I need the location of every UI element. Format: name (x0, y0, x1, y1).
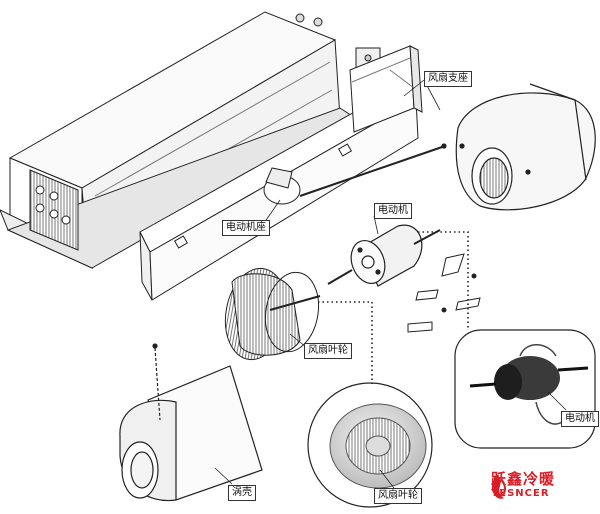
motor-mount (263, 167, 301, 205)
impeller-detail (307, 382, 433, 508)
motor-detail (454, 329, 596, 449)
label-impeller: 风扇叶轮 (304, 343, 352, 359)
shaft (299, 145, 446, 197)
brand-name-en: YESNCER (491, 488, 550, 499)
coil-block (29, 169, 79, 251)
callout-lines (318, 231, 469, 384)
impeller (224, 267, 321, 361)
label-motor: 电动机 (374, 203, 412, 219)
volute-housing (119, 343, 263, 502)
label-motor-detail: 电动机 (561, 411, 599, 427)
motor (327, 224, 441, 287)
blower-housing-upper (441, 83, 596, 211)
label-motor-mount: 电动机座 (222, 220, 270, 236)
brand-name-cn: 跃鑫冷暖 (491, 470, 556, 488)
cabinet (0, 11, 381, 270)
leader-lines (214, 79, 567, 489)
brand-mark-icon (491, 474, 506, 499)
label-fan-bracket: 风扇支座 (424, 71, 472, 87)
motor-clips (407, 253, 481, 333)
label-volute: 涡壳 (228, 485, 256, 501)
label-impeller-detail: 风扇叶轮 (374, 488, 422, 504)
brand-logo: 跃鑫冷暖 YESNCER (488, 472, 555, 499)
fan-bracket-panel (349, 45, 423, 133)
